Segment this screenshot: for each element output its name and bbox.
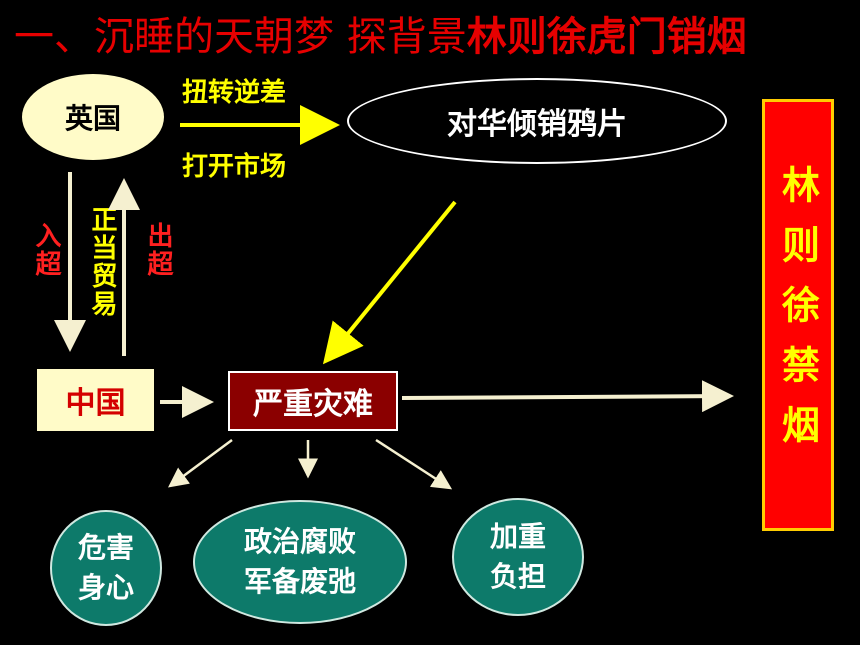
node-opium-dumping-label: 对华倾销鸦片: [447, 107, 627, 142]
burden-line1: 加重: [489, 520, 546, 553]
arrow-disaster-to-harm: [167, 438, 233, 488]
node-britain: 英国: [22, 74, 164, 160]
node-china: 中国: [37, 369, 154, 431]
arrow-disaster-to-burden: [375, 438, 453, 490]
node-lin-zexu-label: 林则徐禁烟: [775, 165, 820, 465]
label-legit-trade: 正当贸易: [87, 206, 117, 318]
title-prefix: 一、沉睡的天朝梦 探背景: [14, 14, 467, 60]
label-export-surplus: 出超: [143, 222, 173, 278]
node-britain-label: 英国: [64, 102, 121, 135]
arrow-disaster-to-lin: [401, 380, 734, 413]
node-opium-dumping: 对华倾销鸦片: [347, 78, 727, 164]
label-reverse-deficit: 扭转逆差: [182, 78, 287, 108]
consequence-harm-health: 危害身心: [50, 510, 162, 626]
node-disaster-label: 严重灾难: [253, 387, 373, 422]
node-lin-zexu: 林则徐禁烟: [762, 99, 834, 531]
harm-health-line1: 危害: [77, 531, 134, 564]
consequence-politics: 政治腐败军备废弛: [193, 500, 407, 624]
arrow-dumping-to-disaster: [322, 200, 457, 365]
label-open-market: 打开市场: [182, 152, 287, 182]
title-emphasis: 林则徐虎门销烟: [466, 14, 747, 60]
node-disaster: 严重灾难: [228, 371, 398, 431]
label-import-surplus: 入超: [31, 222, 61, 278]
politics-line1: 政治腐败: [243, 525, 356, 558]
node-china-label: 中国: [65, 386, 126, 421]
burden-line2: 负担: [489, 560, 546, 593]
consequence-burden: 加重负担: [452, 498, 584, 616]
page-title: 一、沉睡的天朝梦 探背景林则徐虎门销烟: [14, 4, 747, 62]
politics-line2: 军备废弛: [243, 565, 356, 598]
harm-health-line2: 身心: [77, 571, 134, 604]
